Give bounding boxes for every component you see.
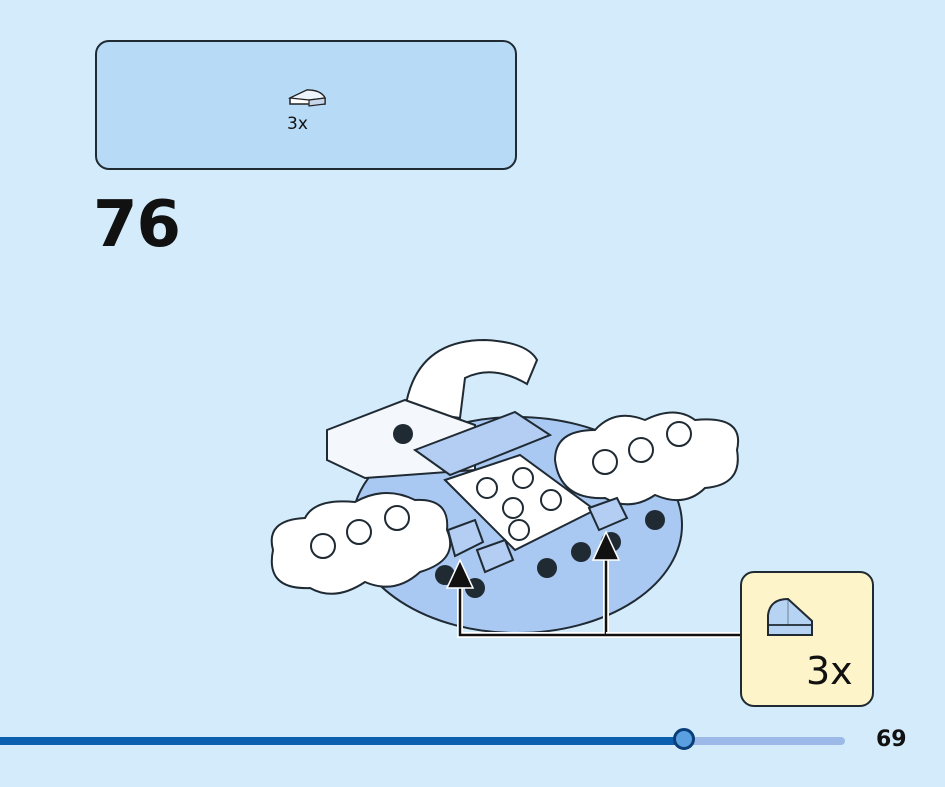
progress-knob (673, 728, 695, 750)
blue-quarter-tile-1 (446, 518, 485, 558)
blue-quarter-tile-3 (587, 496, 629, 532)
progress-track (0, 737, 845, 745)
parts-quantity: 3x (287, 114, 308, 134)
build-model-illustration (270, 338, 740, 638)
parts-list-box: 3x (95, 40, 517, 170)
long-blue-tile (412, 410, 553, 477)
page-number: 69 (876, 727, 907, 752)
arrow-head-left (445, 558, 475, 589)
progress-fill (0, 737, 684, 745)
parts-callout-box: 3x (740, 571, 874, 707)
quarter-round-tile-icon (764, 595, 816, 649)
callout-quantity: 3x (806, 649, 853, 693)
curved-slope-piece (403, 338, 539, 420)
arrow-head-right (591, 530, 621, 561)
blue-quarter-tile-2 (475, 538, 515, 574)
quarter-round-tile-icon (287, 84, 329, 114)
step-number: 76 (93, 188, 181, 262)
